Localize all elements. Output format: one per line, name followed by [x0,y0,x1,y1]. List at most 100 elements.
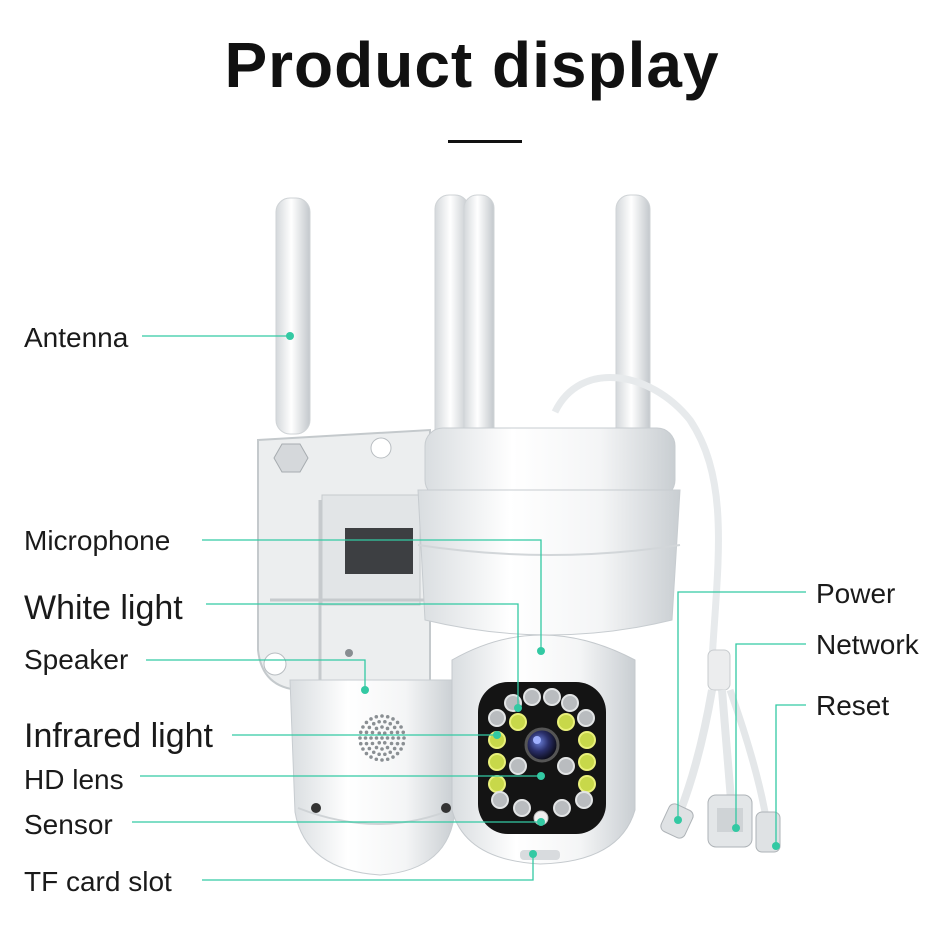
speaker-hole [385,757,390,762]
infrared-led [488,775,506,793]
speaker-hole [377,740,382,745]
speaker-hole [391,755,395,759]
infrared-led [509,713,527,731]
label-hd-lens: HD lens [24,764,124,795]
speaker-hole [388,721,393,726]
speaker-hole [395,751,400,756]
speaker-hole [396,736,401,740]
callout-hd-lens-dot [537,772,545,780]
infrared-led [578,775,596,793]
speaker-hole [389,730,394,735]
main-camera-housing [417,427,681,655]
speaker-hole [361,725,365,729]
wall-bracket [257,428,431,691]
callout-reset [775,704,806,846]
speaker-hole [399,725,403,729]
speaker-hole [374,736,379,740]
callout-tf-card-slot [202,854,534,881]
label-speaker: Speaker [24,644,129,675]
speaker-hole [385,745,390,750]
speaker-hole [380,714,384,718]
white-led [553,799,571,817]
label-tf-card-slot: TF card slot [24,866,172,897]
speaker-hole [367,725,372,730]
callout-microphone [202,539,542,651]
white-led [557,757,575,775]
speaker-hole [382,740,387,745]
speaker-hole [363,736,368,740]
white-led [561,694,579,712]
callout-sensor-dot [537,818,545,826]
speaker-hole [401,741,406,746]
callout-network [735,643,806,828]
speaker-hole [377,752,381,757]
speaker-hole [369,736,373,740]
speaker-hole [364,730,369,735]
callout-power [677,591,806,820]
infrared-led [578,753,596,771]
speaker-hole [370,741,375,746]
speaker-hole [380,725,384,729]
speaker-hole [377,731,382,736]
white-led [509,757,527,775]
speaker-hole [383,752,387,757]
speaker-hole [371,721,376,726]
speaker-hole [370,730,375,735]
callout-antenna-dot [286,332,294,340]
title-divider [448,140,522,143]
speaker-hole [369,755,373,759]
callout-tf-card-slot-dot [529,850,537,858]
label-antenna: Antenna [24,322,129,353]
callout-microphone-dot [537,647,545,655]
label-white-light: White light [24,589,183,627]
speaker-hole [380,736,384,740]
speaker-hole [358,736,362,740]
label-sensor: Sensor [24,809,113,840]
white-led [513,799,531,817]
speaker-hole [388,750,393,755]
speaker-hole [358,741,363,746]
speaker-hole [374,757,379,762]
speaker-grille [358,714,406,762]
speaker-hole [358,730,363,735]
speaker-hole [369,717,373,721]
speaker-hole [380,758,384,762]
speaker-hole [383,719,387,724]
led-array [488,688,596,817]
antenna-group [275,194,651,486]
callout-network-dot [732,824,740,832]
speaker-hole [364,751,369,756]
speaker-hole [391,717,395,721]
speaker-hole [395,720,400,725]
speaker-hole [395,741,400,746]
speaker-hole [382,731,387,736]
infrared-led [488,753,506,771]
speaker-hole [399,747,403,751]
white-led [577,709,595,727]
speaker-hole [371,750,376,755]
speaker-hole [392,746,397,751]
callout-speaker [146,659,366,690]
callout-infrared-light-dot [493,731,501,739]
infrared-led [557,713,575,731]
speaker-hole [377,719,381,724]
speaker-hole [367,746,372,751]
label-power: Power [816,578,896,609]
speaker-hole [364,741,369,746]
white-led [543,688,561,706]
white-led [575,791,593,809]
speaker-hole [374,726,379,731]
speaker-hole [364,720,369,725]
white-led [523,688,541,706]
speaker-hole [395,730,400,735]
speaker-hole [385,736,390,740]
speaker-hole [401,730,406,735]
speaker-hole [361,747,365,751]
infrared-led [578,731,596,749]
callout-white-light-dot [514,704,522,712]
speaker-hole [380,747,384,751]
label-reset: Reset [816,690,890,721]
white-led [491,791,509,809]
callout-speaker-dot [361,686,369,694]
